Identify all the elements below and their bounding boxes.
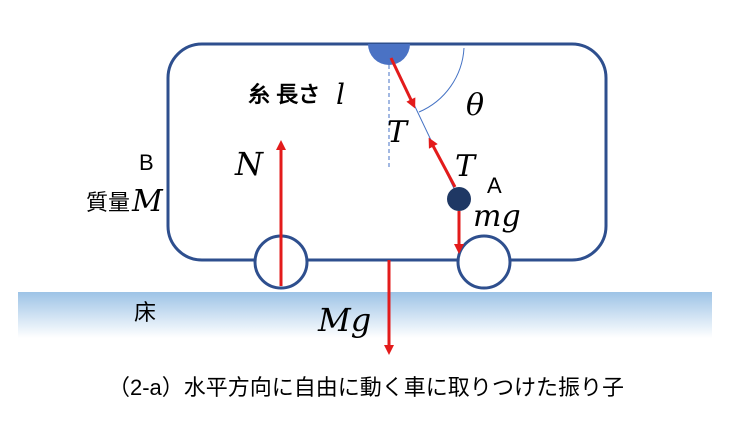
string-length-label: 糸 長さ xyxy=(248,82,320,107)
angle-label: θ xyxy=(466,88,484,123)
point-b-label: B xyxy=(139,150,154,175)
normal-force-label: N xyxy=(234,145,264,183)
tension-arrow-lower xyxy=(428,137,457,188)
tension-label-upper: T xyxy=(387,115,409,150)
pendulum-bob xyxy=(447,187,471,211)
cart-body xyxy=(166,42,608,262)
right-wheel xyxy=(456,234,512,290)
angle-arc xyxy=(418,47,465,113)
point-a-label: A xyxy=(487,173,502,198)
tension-arrow-upper xyxy=(389,57,416,109)
string-length-symbol: l xyxy=(336,78,345,111)
mass-label-text: 質量 xyxy=(86,190,130,215)
mass-label-symbol: M xyxy=(131,184,164,219)
floor-label: 床 xyxy=(134,300,156,325)
tension-label-lower: T xyxy=(455,149,477,184)
floor xyxy=(18,292,712,338)
pivot xyxy=(368,44,410,65)
total-weight-label: Mg xyxy=(317,301,371,339)
figure-caption: （2-a）水平方向に自由に動く車に取りつけた振り子 xyxy=(108,375,624,400)
mass-small-label: mg xyxy=(473,199,521,234)
